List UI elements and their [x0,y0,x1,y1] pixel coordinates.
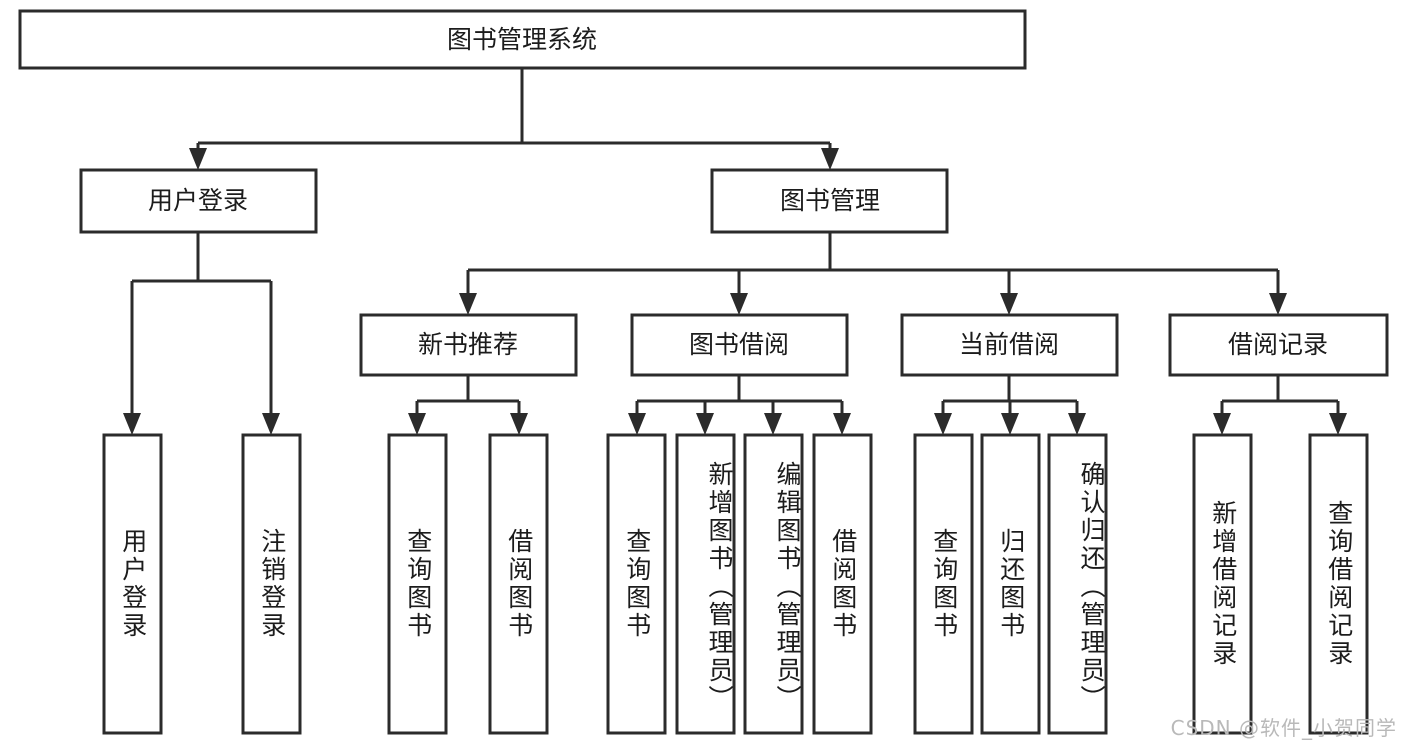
node-borrow-record-box[interactable] [1168,313,1389,377]
edge-group-new-book [408,375,528,435]
arrow-borrow-l4-icon [833,413,851,435]
node-book-manage[interactable]: 图书管理 [710,168,949,234]
arrow-borrow-l1-icon [628,413,646,435]
edge-group-book-borrow [628,375,851,435]
arrow-book-c2-icon [730,293,748,315]
arrow-record-l1-icon [1213,413,1231,435]
edge-group-borrow-record [1213,375,1347,435]
node-root-label: 图书管理系统 [447,25,597,54]
node-borrow-record[interactable]: 借阅记录 [1168,313,1389,377]
node-new-book-recommend[interactable]: 新书推荐 [359,313,578,377]
node-root-box[interactable] [18,9,1027,70]
arrow-record-l2-icon [1329,413,1347,435]
node-book-borrow-box[interactable] [630,313,849,377]
arrow-user-leaf1-icon [123,413,141,435]
node-user-login-box[interactable] [79,168,318,234]
node-current-borrow-label: 当前借阅 [959,330,1059,359]
edge-group-book-manage [459,232,1287,315]
arrow-book-c3-icon [1000,293,1018,315]
node-borrow-record-label: 借阅记录 [1228,330,1328,359]
leaf-box-book-borrow-2[interactable] [743,433,804,735]
leaf-box-book-borrow-3[interactable] [812,433,873,735]
leaf-box-book-borrow-0[interactable] [606,433,667,735]
node-new-book-recommend-label: 新书推荐 [418,330,518,359]
arrow-book-c4-icon [1269,293,1287,315]
arrow-borrow-l3-icon [764,413,782,435]
arrow-book-c1-icon [459,293,477,315]
leaf-box-new-book-0[interactable] [387,433,448,735]
node-user-login[interactable]: 用户登录 [79,168,318,234]
arrow-newbook-l1-icon [408,413,426,435]
edge-group-root [189,68,839,170]
node-book-borrow-label: 图书借阅 [689,330,789,359]
leaf-box-current-borrow-1[interactable] [980,433,1041,735]
node-current-borrow-box[interactable] [900,313,1119,377]
arrow-current-l2-icon [1001,413,1019,435]
node-root[interactable]: 图书管理系统 [18,9,1027,70]
leaf-boxes [102,433,1369,735]
node-book-manage-box[interactable] [710,168,949,234]
leaf-box-new-book-1[interactable] [488,433,549,735]
leaf-box-user-login-0[interactable] [102,433,163,735]
node-book-manage-label: 图书管理 [780,186,880,215]
arrow-user-leaf2-icon [262,413,280,435]
leaf-box-book-borrow-1[interactable] [675,433,736,735]
edge-group-current-borrow [934,375,1086,435]
edge-group-user-login [123,232,280,435]
arrow-root-to-user-icon [189,148,207,170]
leaf-box-borrow-record-1[interactable] [1308,433,1369,735]
node-book-borrow[interactable]: 图书借阅 [630,313,849,377]
arrow-borrow-l2-icon [696,413,714,435]
node-current-borrow[interactable]: 当前借阅 [900,313,1119,377]
node-new-book-recommend-box[interactable] [359,313,578,377]
arrow-current-l1-icon [934,413,952,435]
leaf-box-user-login-1[interactable] [241,433,302,735]
leaf-box-borrow-record-0[interactable] [1192,433,1253,735]
leaf-box-current-borrow-0[interactable] [913,433,974,735]
csdn-watermark: CSDN @软件_小贺同学 [1170,716,1397,740]
arrow-newbook-l2-icon [510,413,528,435]
arrow-root-to-book-icon [821,148,839,170]
arrow-current-l3-icon [1068,413,1086,435]
leaf-box-current-borrow-2[interactable] [1047,433,1108,735]
node-user-login-label: 用户登录 [148,186,248,215]
